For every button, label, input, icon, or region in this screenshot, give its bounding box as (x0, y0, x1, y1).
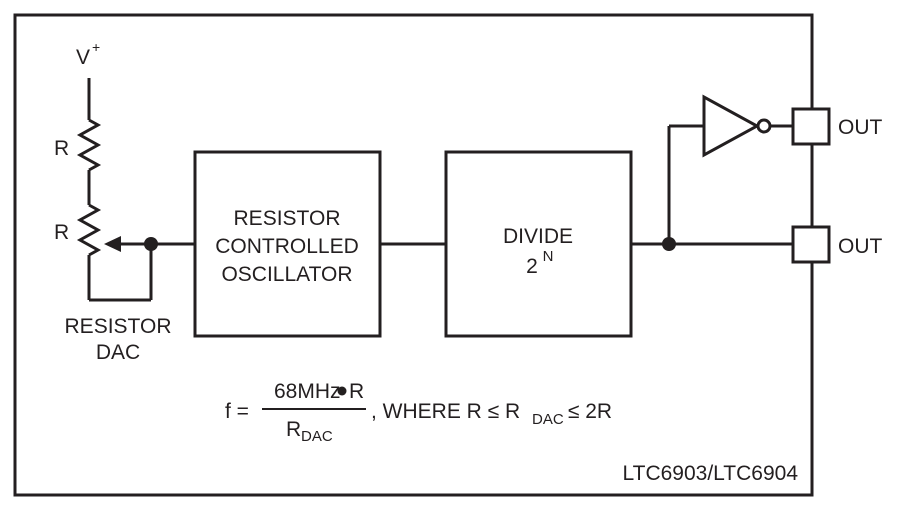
inverter-icon (702, 94, 761, 158)
formula-where-text: , WHERE R ≤ R (371, 400, 520, 423)
oscillator-block (193, 150, 382, 338)
formula-numerator-left: 68MHz (274, 380, 341, 403)
oscillator-line3: OSCILLATOR (221, 263, 352, 286)
dac-label-line2: DAC (96, 341, 140, 364)
divider-line1: DIVIDE (503, 225, 573, 248)
formula-denominator-sub: DAC (301, 428, 333, 445)
oscillator-line1: RESISTOR (234, 207, 341, 230)
inverter-bubble (756, 118, 772, 134)
pot-resistor-label: R (54, 221, 69, 244)
fixed-resistor-label: R (54, 137, 69, 160)
formula-denominator-base: R (286, 418, 301, 441)
divider-block (444, 150, 633, 338)
normal-output-label: OUT (838, 235, 883, 258)
formula-where-tail: ≤ 2R (562, 400, 612, 423)
normal-output-pin (791, 225, 831, 264)
wiper-junction-dot (144, 237, 158, 251)
outer-frame (13, 13, 814, 497)
formula-lhs: f = (225, 400, 249, 423)
formula-multiply-dot (337, 386, 347, 396)
supply-label: V (76, 46, 90, 69)
inverted-output-label: OUT (838, 116, 883, 139)
dac-label-line1: RESISTOR (65, 315, 172, 338)
resistor-ladder (76, 78, 195, 302)
pot-resistor-symbol (76, 203, 102, 257)
divider-base: 2 (526, 255, 538, 278)
inverted-output-pin (791, 107, 831, 146)
supply-superscript: + (92, 39, 100, 55)
wiper-arrow-icon (104, 236, 121, 252)
part-number-label: LTC6903/LTC6904 (623, 462, 799, 485)
oscillator-line2: CONTROLLED (215, 235, 359, 258)
formula-numerator-right: R (349, 380, 364, 403)
divider-exponent: N (543, 248, 554, 265)
frequency-formula: f = 68MHz R R DAC , WHERE R ≤ R DAC ≤ 2R (225, 380, 612, 445)
fixed-resistor-symbol (76, 118, 102, 172)
formula-where-sub: DAC (532, 411, 564, 428)
